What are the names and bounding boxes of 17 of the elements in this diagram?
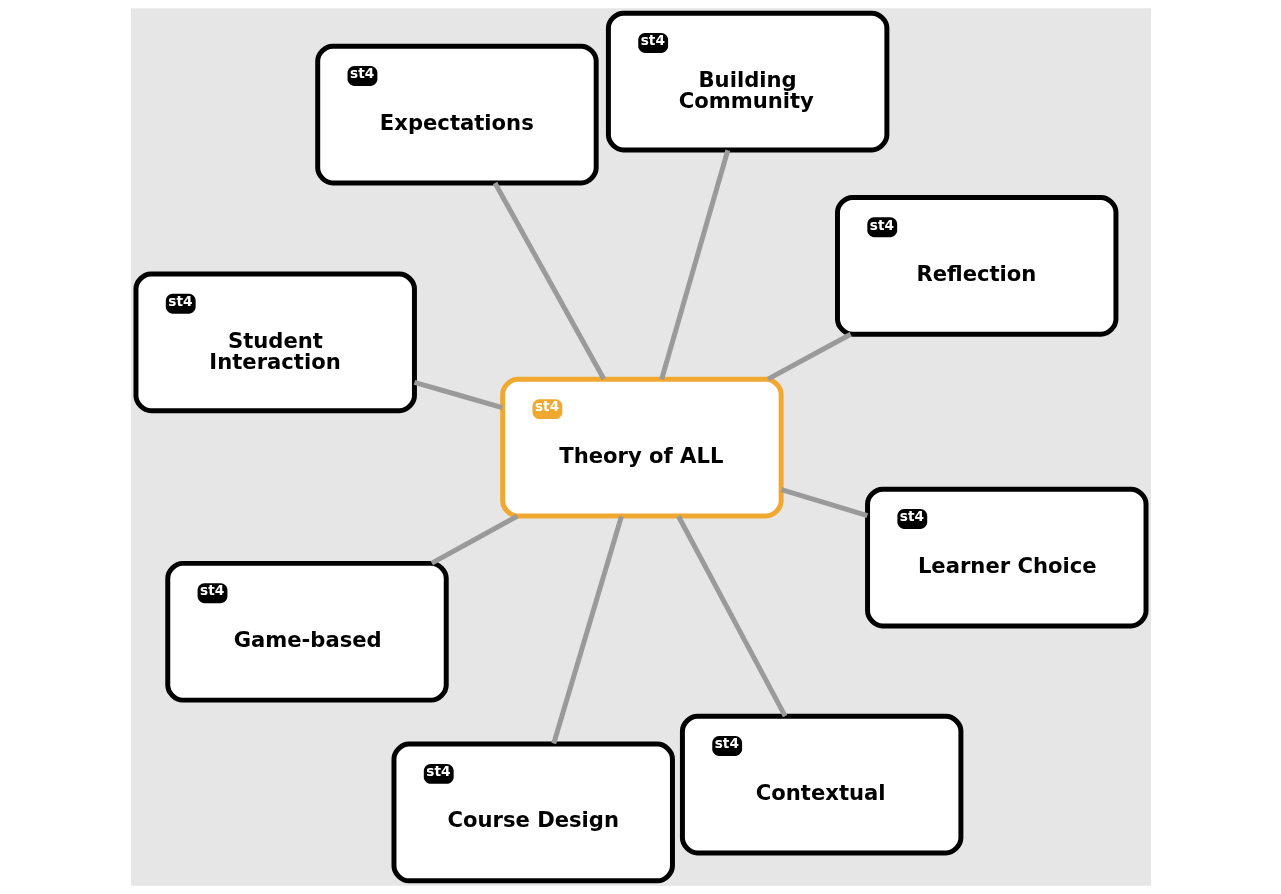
node-box: st4 Course Design — [391, 741, 675, 884]
node-box: st4 Student Interaction — [133, 271, 417, 414]
node-box: st4 Reflection — [834, 194, 1118, 337]
node-box: st4 Expectations — [314, 43, 599, 186]
connector — [766, 332, 852, 382]
connector — [430, 514, 518, 566]
node-box: st4 Learner Choice — [864, 486, 1148, 629]
connector — [780, 487, 868, 518]
connector — [492, 181, 606, 381]
connector — [658, 149, 730, 380]
node-box: st4 Theory of ALL — [499, 376, 784, 519]
connector — [550, 515, 624, 745]
node-box: st4 Building Community — [605, 10, 889, 153]
node-box: st4 Contextual — [679, 713, 963, 856]
connector — [413, 379, 503, 410]
connector — [675, 515, 787, 718]
node-box: st4 Game-based — [164, 560, 449, 703]
